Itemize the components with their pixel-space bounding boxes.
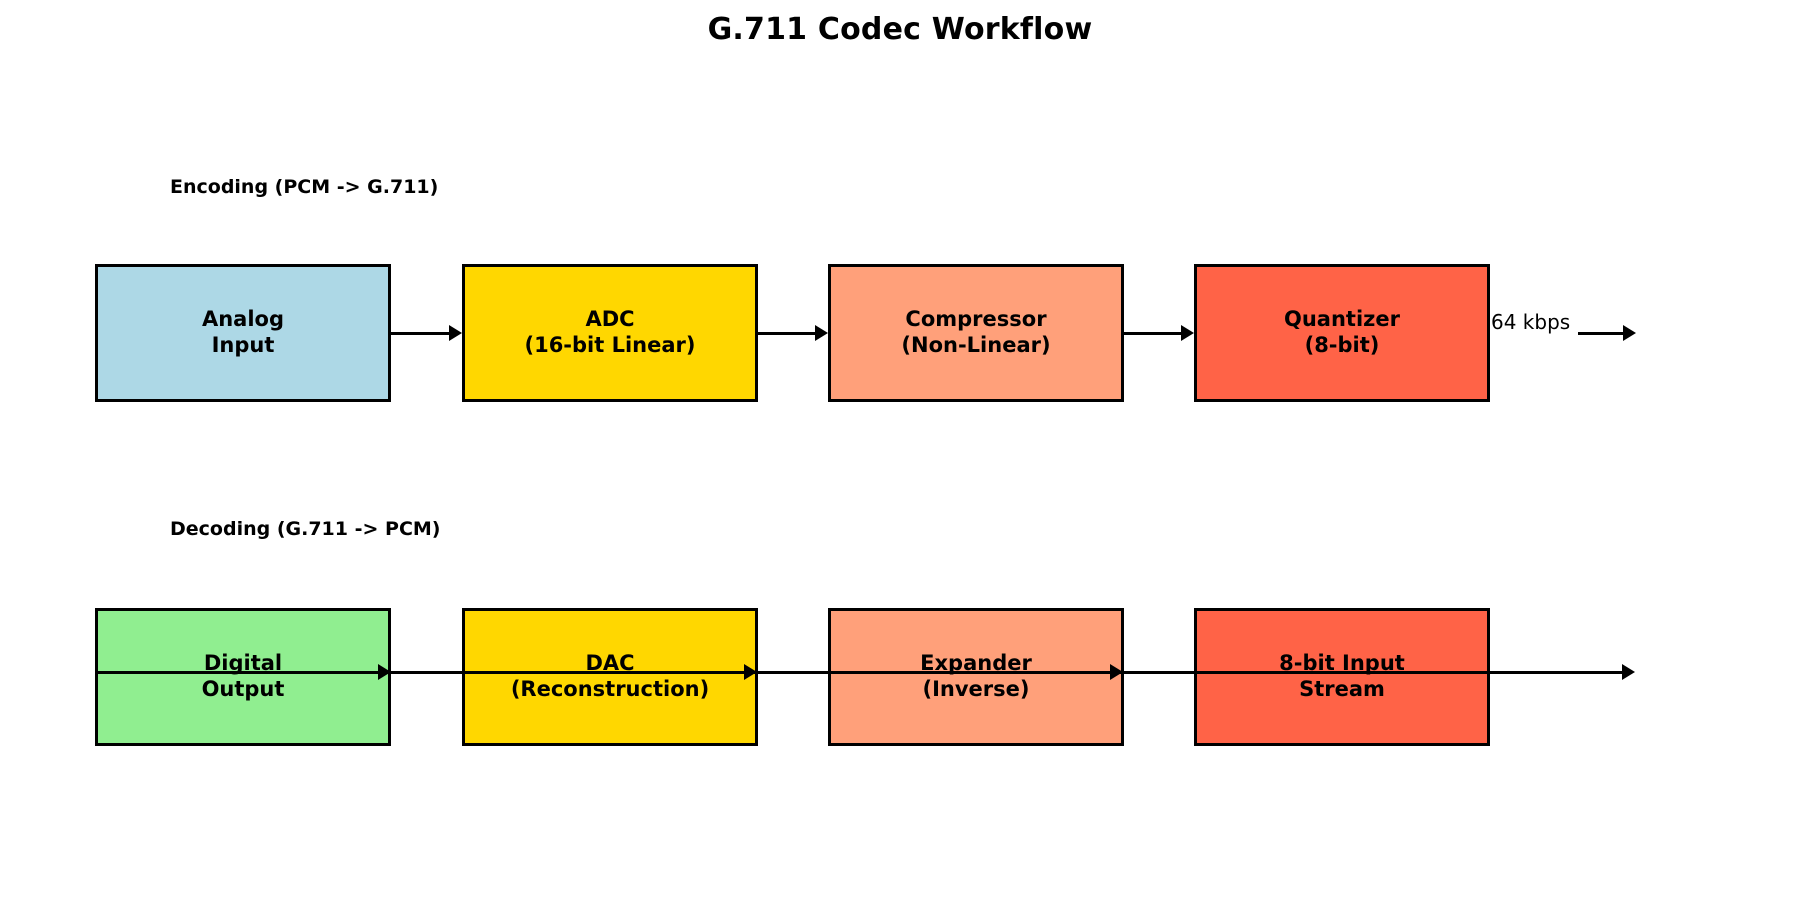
stage-box-compressor[interactable]: Compressor (Non-Linear): [828, 264, 1124, 402]
arrow-head: [1181, 325, 1194, 341]
arrow-head: [1623, 325, 1636, 341]
stage-box-bitstream[interactable]: 8-bit Input Stream: [1194, 608, 1490, 746]
stage-box-quantizer[interactable]: Quantizer (8-bit): [1194, 264, 1490, 402]
arrow-head-bitstream-output: [1622, 664, 1635, 680]
decoding-flow-line: [95, 671, 1632, 674]
stage-box-analog-input[interactable]: Analog Input: [95, 264, 391, 402]
stage-label-dac: DAC (Reconstruction): [510, 651, 710, 701]
arrow-head-dac-to-expander: [744, 664, 757, 680]
stage-box-digital-output[interactable]: Digital Output: [95, 608, 391, 746]
stage-label-digital-output: Digital Output: [201, 651, 285, 701]
stage-box-dac[interactable]: DAC (Reconstruction): [462, 608, 758, 746]
arrow-head-digital-output-to-dac: [378, 664, 391, 680]
stage-label-quantizer: Quantizer (8-bit): [1284, 307, 1400, 357]
stage-box-expander[interactable]: Expander (Inverse): [828, 608, 1124, 746]
arrow-head: [815, 325, 828, 341]
arrow-analog-input-to-adc: [391, 322, 462, 344]
stage-label-bitstream: 8-bit Input Stream: [1279, 651, 1405, 701]
stage-label-expander: Expander (Inverse): [920, 651, 1032, 701]
arrow-line: [757, 332, 815, 335]
arrow-quantizer-output: [1578, 322, 1636, 344]
stage-label-adc: ADC (16-bit Linear): [524, 307, 696, 357]
decoding-section-label: Decoding (G.711 -> PCM): [170, 518, 441, 540]
stage-label-analog-input: Analog Input: [201, 307, 285, 357]
stage-label-compressor: Compressor (Non-Linear): [901, 307, 1051, 357]
bitrate-annotation: 64 kbps: [1491, 310, 1571, 334]
arrow-line: [1123, 332, 1181, 335]
arrow-line: [391, 332, 449, 335]
arrow-compressor-to-quantizer: [1123, 322, 1194, 344]
arrow-head: [449, 325, 462, 341]
encoding-section-label: Encoding (PCM -> G.711): [170, 176, 439, 198]
page-title: G.711 Codec Workflow: [707, 12, 1093, 47]
arrow-adc-to-compressor: [757, 322, 828, 344]
arrow-head-expander-to-bitstream: [1110, 664, 1123, 680]
stage-box-adc[interactable]: ADC (16-bit Linear): [462, 264, 758, 402]
arrow-line: [1578, 332, 1623, 335]
